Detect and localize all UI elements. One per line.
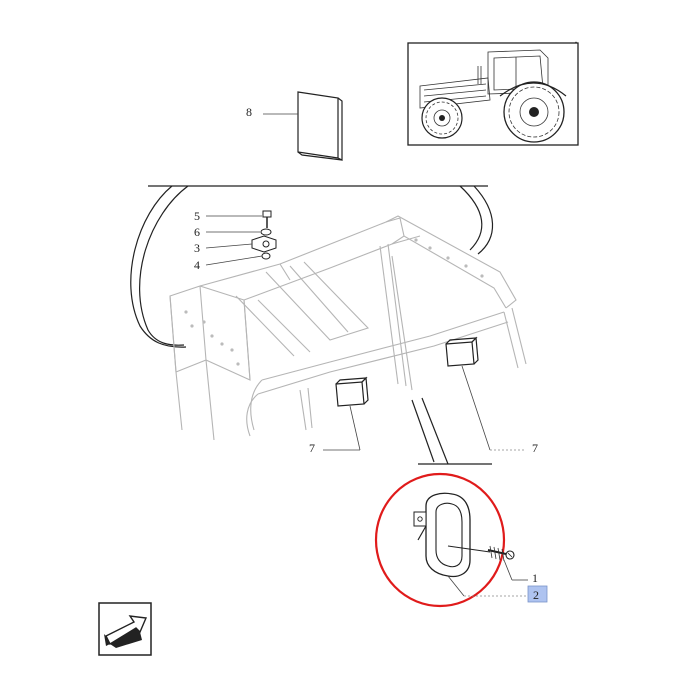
cab-frame (169, 215, 527, 441)
callout-8: 8 (246, 105, 252, 119)
callout-1: 1 (532, 571, 538, 585)
callout-5: 5 (194, 209, 200, 223)
part-8-panel (297, 91, 343, 161)
callout-7-left: 7 (309, 441, 315, 455)
callout-3: 3 (194, 241, 200, 255)
svg-text:·: · (574, 35, 578, 49)
part-7-block-left (335, 376, 369, 407)
part-7-block-right (445, 336, 479, 367)
clamp-assembly (251, 210, 277, 260)
detail-clip (413, 492, 491, 578)
tractor-thumbnail: · (407, 35, 579, 146)
callout-2-highlight (527, 585, 548, 603)
callout-4: 4 (194, 258, 200, 272)
callout-2[interactable]: 2 (533, 588, 539, 602)
callout-7-right: 7 (532, 441, 538, 455)
callout-6: 6 (194, 225, 200, 239)
detail-highlight-circle (374, 472, 506, 608)
navigation-arrow-icon[interactable] (98, 602, 152, 656)
part-1-screw (487, 545, 515, 562)
